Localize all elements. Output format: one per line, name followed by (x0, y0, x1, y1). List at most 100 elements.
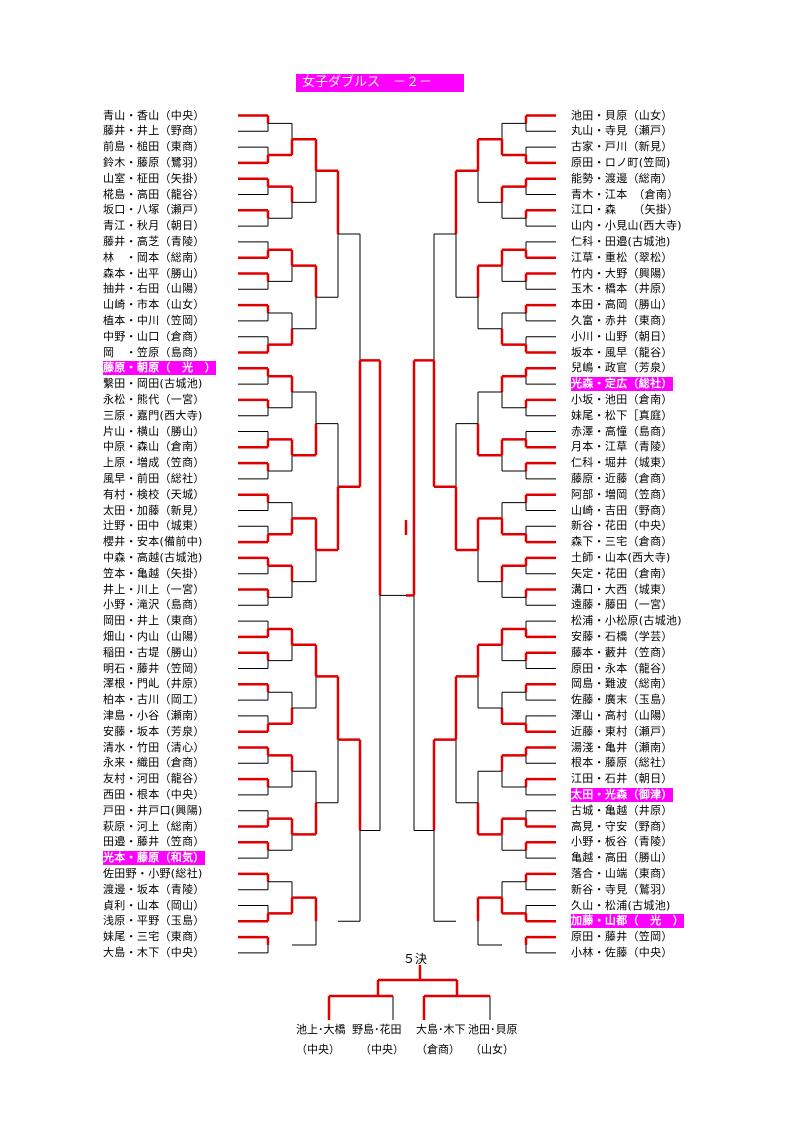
left-entry-25: 有村・検校（天城） (103, 487, 205, 501)
left-entry-46: 萩原・河上（総南） (103, 819, 205, 833)
right-entry-22: 月本・江草（青陵） (571, 440, 673, 454)
right-entry-49: 落合・山端（東商） (571, 866, 673, 880)
right-entry-50: 新谷・寺見（鷲羽） (571, 882, 673, 896)
left-entry-12: 抽井・右田（山陽） (103, 282, 205, 296)
left-entry-30: 笠本・亀越（矢掛） (103, 566, 205, 580)
left-entry-35: 稲田・古堤（勝山） (103, 645, 205, 659)
left-entry-22: 中原・森山（倉南） (103, 440, 205, 454)
left-entry-41: 清水・竹田（清心） (103, 740, 205, 754)
left-entry-18: 繋田・岡田(古城池) (103, 377, 203, 391)
left-entry-50: 渡邊・坂本（青陵） (103, 882, 205, 896)
left-entry-33: 岡田・井上（東商） (103, 614, 205, 628)
page-title: 女子ダブルス －２－ (296, 74, 464, 92)
left-entry-3: 前島・槌田（東商） (103, 140, 205, 154)
right-entry-24: 藤原・近藤（倉商） (571, 471, 673, 485)
right-entry-8: 山内・小見山(西大寺) (571, 219, 682, 233)
finalist-3-school: （倉商） (416, 1043, 460, 1056)
right-entry-31: 溝口・大西（城東） (571, 582, 673, 596)
right-entry-16: 坂本・風早（龍谷） (571, 345, 673, 359)
left-entry-6: 椛島・高田（龍谷） (103, 187, 205, 201)
left-entry-47: 田邉・藤井（笠商） (103, 835, 205, 849)
finalist-1-school: （中央） (296, 1043, 340, 1056)
left-entry-19: 永松・熊代（一宮） (103, 392, 205, 406)
finalist-2-school: （中央） (360, 1043, 404, 1056)
left-entry-44: 西田・根本（中央） (103, 787, 205, 801)
left-entry-11: 森本・出平（勝山） (103, 266, 205, 280)
right-entry-19: 小坂・池田（倉南） (571, 392, 673, 406)
right-entry-48: 亀越・高田（勝山） (571, 851, 673, 865)
right-entry-52: 加藤・山都（ 光 ） (571, 914, 684, 929)
right-entry-10: 江草・重松（翠松） (571, 250, 673, 264)
right-entry-53: 原田・藤井（笠岡） (571, 930, 673, 944)
left-entry-15: 中野・山口（倉商） (103, 329, 205, 343)
right-entry-21: 赤澤・高憧（島商） (571, 424, 673, 438)
left-entry-17: 藤原・朝原（ 光 ） (103, 361, 216, 376)
right-entry-11: 竹内・大野（興陽） (571, 266, 673, 280)
right-entry-46: 高見・守安（野商） (571, 819, 673, 833)
right-entry-44: 太田・光森（御津） (571, 787, 673, 802)
left-entry-49: 佐田野・小野(総社) (103, 866, 203, 880)
finalist-1-names: 池上･大橋 (296, 1023, 346, 1036)
right-entry-33: 松浦・小松原(古城池) (571, 614, 682, 628)
final-heading: ５決 (403, 952, 428, 966)
finalist-2-names: 野島･花田 (352, 1023, 402, 1036)
right-entry-6: 青木・江本 （倉南） (571, 187, 679, 201)
left-entry-48: 光本・藤原（和気） (103, 851, 205, 866)
left-entry-2: 藤井・井上（野商） (103, 124, 205, 138)
finalist-3-names: 大島･木下 (416, 1023, 466, 1036)
right-entry-39: 澤山・高村（山陽） (571, 708, 673, 722)
right-entry-26: 山崎・吉田（野商） (571, 503, 673, 517)
right-entry-54: 小林・佐藤（中央） (571, 945, 673, 959)
left-entry-29: 中森・高越(古城池) (103, 550, 203, 564)
right-entry-7: 江口・森 （矢掛） (571, 203, 679, 217)
right-entry-27: 新谷・花田（中央） (571, 519, 673, 533)
left-entry-16: 岡 ・笠原（島商） (103, 345, 205, 359)
finalist-4-names: 池田･貝原 (468, 1023, 518, 1036)
right-entry-18: 光森・定広（総社） (571, 377, 673, 392)
left-entry-4: 鈴木・藤原（鷺羽） (103, 155, 205, 169)
left-entry-39: 津島・小谷（瀬南） (103, 708, 205, 722)
right-entry-1: 池田・貝原（山女） (571, 108, 673, 122)
right-entry-20: 妹尾・松下［真庭） (571, 408, 673, 422)
left-entry-45: 戸田・井戸口(興陽) (103, 803, 203, 817)
left-entry-28: 櫻井・安本(備前中) (103, 535, 203, 549)
left-entry-34: 畑山・内山（山陽） (103, 629, 205, 643)
left-entry-23: 上原・増成（笠商） (103, 456, 205, 470)
left-entry-10: 林 ・岡本（総南） (103, 250, 205, 264)
right-entry-12: 玉木・橋本（井原） (571, 282, 673, 296)
right-entry-15: 小川・山野（朝日） (571, 329, 673, 343)
left-entry-38: 柏本・古川（岡工） (103, 693, 205, 707)
left-entry-43: 友村・河田（龍谷） (103, 772, 205, 786)
left-entry-7: 坂口・八塚（瀬戸） (103, 203, 205, 217)
right-entry-51: 久山・松浦(古城池) (571, 898, 671, 912)
left-entry-32: 小野・滝沢（島商） (103, 598, 205, 612)
left-entry-13: 山崎・市本（山女） (103, 298, 205, 312)
left-entry-31: 井上・川上（一宮） (103, 582, 205, 596)
right-entry-9: 仁科・田邉(古城池) (571, 234, 671, 248)
left-entry-53: 妹尾・三宅（東商） (103, 930, 205, 944)
finalist-4-school: （山女） (470, 1043, 514, 1056)
left-entry-40: 安藤・坂本（芳泉） (103, 724, 205, 738)
left-entry-5: 山室・柾田（矢掛） (103, 171, 205, 185)
left-entry-27: 辻野・田中（城東） (103, 519, 205, 533)
right-entry-3: 古家・戸川（新見） (571, 140, 673, 154)
right-entry-2: 丸山・寺見（瀬戸） (571, 124, 673, 138)
right-entry-43: 江田・石井（朝日） (571, 772, 673, 786)
left-entry-54: 大島・木下（中央） (103, 945, 205, 959)
right-entry-34: 安藤・石橋（学芸） (571, 629, 673, 643)
left-entry-51: 貞利・山本（岡山） (103, 898, 205, 912)
right-entry-28: 森下・三宅（倉商） (571, 535, 673, 549)
left-entry-9: 藤井・高芝（青陵） (103, 234, 205, 248)
right-entry-38: 佐藤・廣末（玉島） (571, 693, 673, 707)
right-entry-35: 藤本・藪井（笠商） (571, 645, 673, 659)
right-entry-13: 本田・高岡（勝山） (571, 298, 673, 312)
right-entry-42: 根本・藤原（総社） (571, 756, 673, 770)
right-entry-36: 原田・永本（龍谷） (571, 661, 673, 675)
left-entry-14: 植本・中川（笠岡） (103, 313, 205, 327)
right-entry-40: 近藤・東村（瀬戸） (571, 724, 673, 738)
left-entry-8: 青江・秋月（朝日） (103, 219, 205, 233)
right-entry-17: 兒嶋・政官（芳泉） (571, 361, 673, 375)
right-entry-4: 原田・ロノ町(笠岡) (571, 155, 671, 169)
left-entry-20: 三原・嘉門(西大寺) (103, 408, 203, 422)
